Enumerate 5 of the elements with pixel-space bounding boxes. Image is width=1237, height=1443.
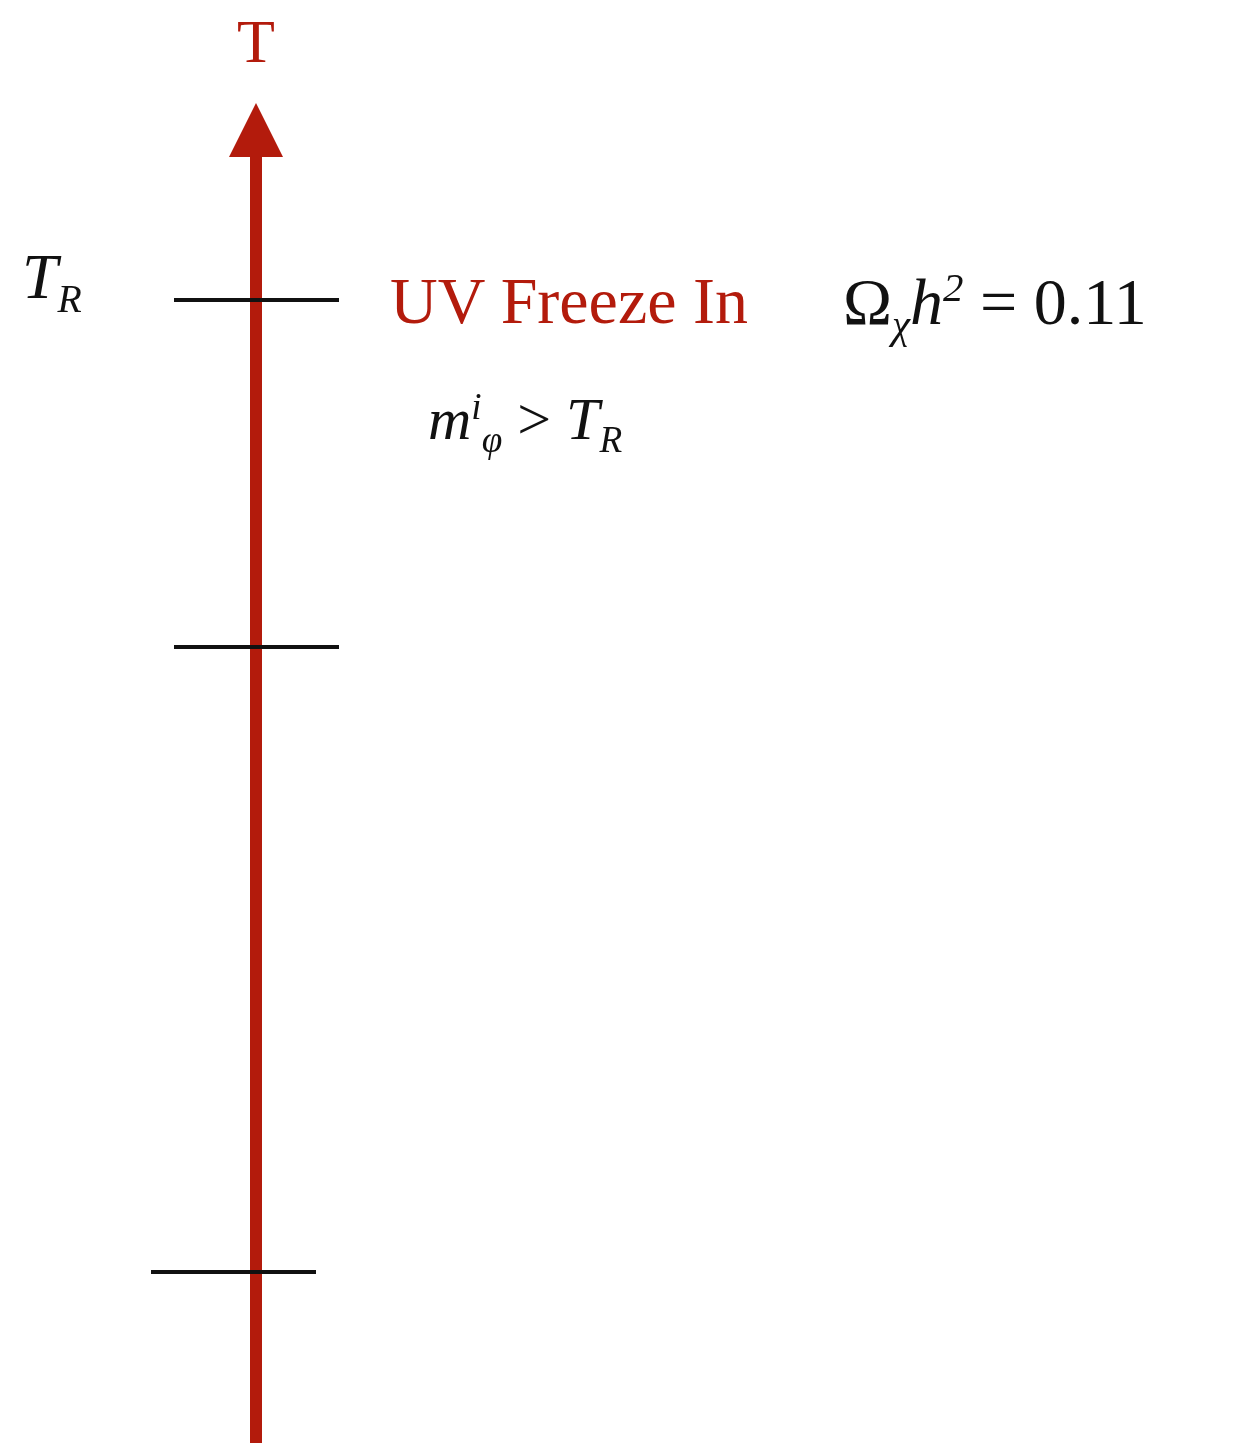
regime-label: UV Freeze In (390, 268, 748, 334)
formula: Ω$_{χ}$h$^{2}$ = 0.11 (843, 268, 1147, 346)
formula: m$^{i}$$_{φ}$ > T$_{R}$ (428, 388, 623, 459)
axis-label: T (237, 10, 275, 72)
tick-label: T$_{R}$ (22, 245, 82, 320)
